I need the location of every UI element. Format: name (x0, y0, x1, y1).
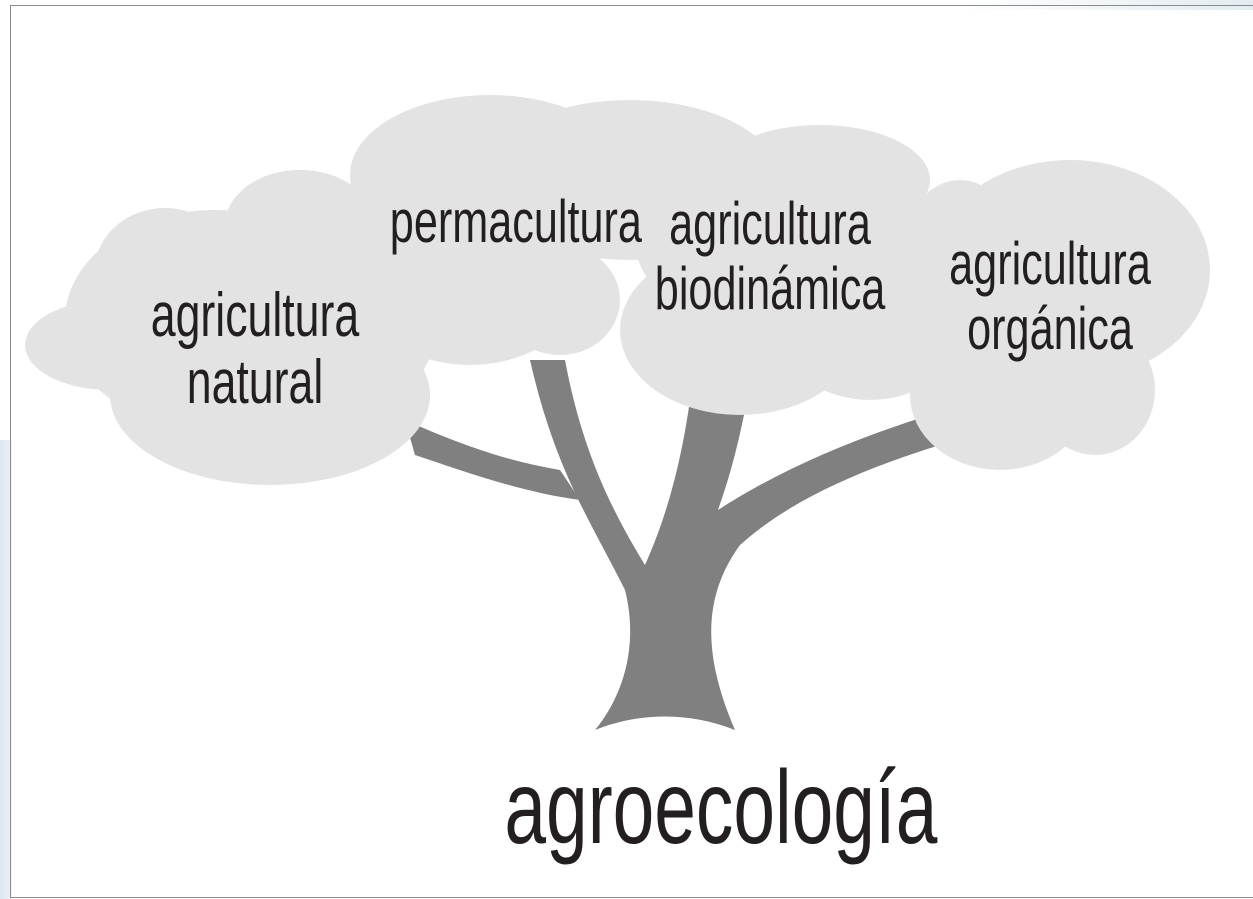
label-agricultura-biodinamica: agricultura biodinámica (655, 192, 885, 322)
label-line: orgánica (942, 297, 1158, 362)
trunk (405, 360, 940, 730)
label-line: agricultura (655, 192, 885, 257)
root-label-agroecologia: agroecología (504, 752, 835, 864)
label-line: agricultura (151, 283, 360, 350)
label-agricultura-organica: agricultura orgánica (942, 232, 1158, 362)
label-line: biodinámica (655, 257, 885, 322)
label-line: agricultura (942, 232, 1158, 297)
label-line: natural (151, 350, 360, 417)
label-agricultura-natural: agricultura natural (151, 283, 360, 417)
label-permacultura: permacultura (390, 190, 620, 255)
root-label-text: agroecología (504, 752, 835, 864)
label-line: permacultura (390, 190, 620, 255)
